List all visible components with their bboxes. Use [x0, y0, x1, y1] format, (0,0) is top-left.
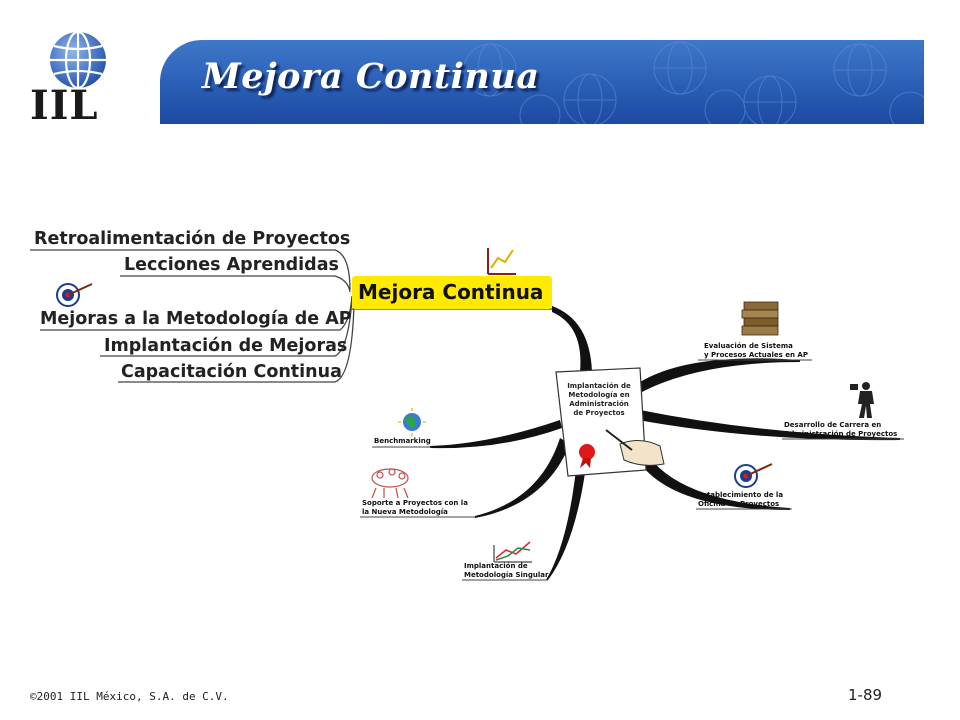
branch-lecciones: Lecciones Aprendidas	[124, 255, 339, 275]
doc-line: Administración	[569, 400, 629, 408]
branch-mejoras-metodologia: Mejoras a la Metodología de AP	[40, 309, 352, 329]
topic-line: Desarrollo de Carrera en	[784, 421, 882, 429]
topic-line: Administración de Proyectos	[784, 430, 898, 438]
topic-line: y Procesos Actuales en AP	[704, 351, 808, 359]
topic-line: Oficina de Proyectos	[698, 500, 780, 508]
topic-oficina-proyectos: Establecimiento de la Oficina de Proyect…	[698, 491, 783, 509]
doc-line: Implantación de	[567, 382, 631, 390]
branch-retroalimentacion: Retroalimentación de Proyectos	[34, 229, 351, 249]
globe-small-icon	[398, 408, 426, 436]
topic-line: Establecimiento de la	[698, 491, 784, 499]
globe-pattern-decoration	[463, 41, 924, 124]
page-title: Mejora Continua	[202, 56, 540, 97]
topic-metodologia-singular: Implantación de Metodología Singular	[464, 562, 548, 580]
central-topic: Mejora Continua	[358, 280, 544, 304]
topic-line: Benchmarking	[374, 437, 431, 445]
seal-icon	[579, 444, 595, 468]
topic-desarrollo-carrera: Desarrollo de Carrera en Administración …	[784, 421, 897, 439]
copyright-text: ©2001 IIL México, S.A. de C.V.	[30, 690, 229, 703]
books-icon	[741, 301, 779, 336]
businessman-icon	[850, 382, 874, 418]
page-number: 1-89	[848, 686, 883, 704]
target-icon	[56, 283, 93, 307]
topic-evaluacion: Evaluación de Sistema y Procesos Actuale…	[704, 342, 808, 360]
iil-logo	[28, 28, 158, 128]
topic-line: la Nueva Metodología	[362, 508, 448, 516]
topic-line: Soporte a Proyectos con la	[362, 499, 468, 507]
branch-capacitacion: Capacitación Continua	[121, 362, 342, 382]
topic-underlines	[360, 359, 904, 581]
topic-soporte-proyectos: Soporte a Proyectos con la la Nueva Meto…	[362, 499, 468, 517]
left-branch-lines	[30, 249, 555, 383]
line-chart-icon	[493, 541, 532, 563]
topic-benchmarking: Benchmarking	[374, 437, 431, 446]
topic-line: Implantación de	[464, 562, 528, 570]
topic-line: Evaluación de Sistema	[704, 342, 793, 350]
globe-icon	[50, 30, 106, 90]
central-topic-highlight	[352, 276, 552, 309]
chart-icon	[487, 248, 516, 275]
center-document-text: Implantación de Metodología en Administr…	[561, 382, 637, 418]
team-icon	[371, 468, 409, 499]
dart-target-icon	[734, 463, 773, 488]
title-banner	[160, 40, 924, 124]
logo-text: IIL	[30, 82, 99, 129]
branch-implantacion-mejoras: Implantación de Mejoras	[104, 336, 348, 356]
topic-line: Metodología Singular	[464, 571, 549, 579]
doc-line: de Proyectos	[573, 409, 625, 417]
central-branch-shapes	[430, 306, 900, 580]
hand-pen-icon	[605, 429, 665, 466]
doc-line: Metodología en	[568, 391, 630, 399]
